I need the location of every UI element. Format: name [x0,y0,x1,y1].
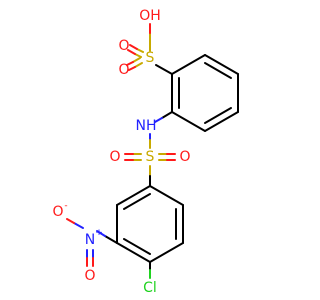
sulfonic-s-label: S [146,50,155,66]
sulfonyl-group: S O O [109,149,191,187]
chlorine-substituent: Cl [143,261,157,296]
nitro-o-minus-label: O [52,204,63,220]
nh-label: NH [136,118,157,134]
sulfonyl-o1-label: O [109,149,120,165]
sulfonic-oh-label: OH [139,8,161,24]
chlorine-label: Cl [143,280,157,296]
lower-benzene-ring [116,185,184,263]
sulfonic-o1-label: O [118,38,129,54]
nitro-n-charge: + [95,228,103,238]
top-benzene-ring [171,54,239,132]
nitro-n-label: N [85,232,95,248]
nh-linker: NH [136,111,173,149]
sulfonic-o2-label: O [118,62,129,78]
sulfonic-acid-group: S OH O O [118,8,173,78]
sulfonyl-o2-label: O [179,149,190,165]
nitro-o-label: O [84,268,95,284]
nitro-group: N + O - O [52,201,118,284]
sulfonyl-s-label: S [146,149,155,165]
molecule-structure-diagram: S OH O O NH S O O [52,8,239,296]
nitro-o-minus-charge: - [64,201,67,211]
